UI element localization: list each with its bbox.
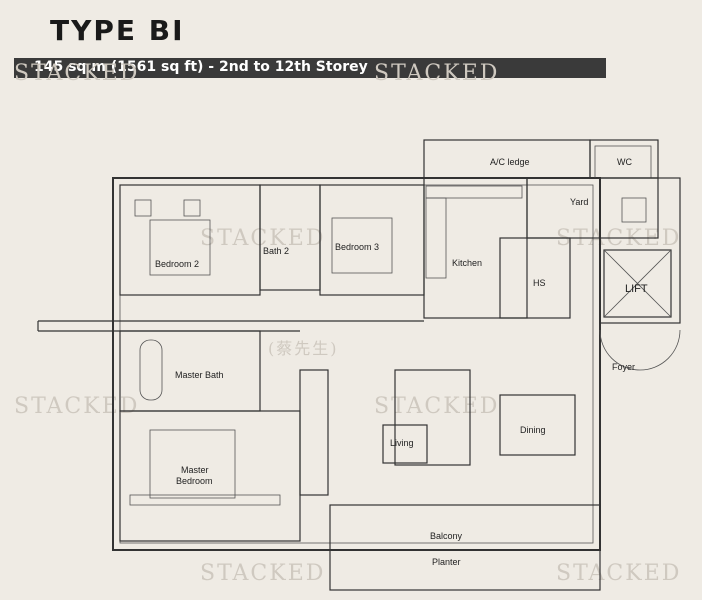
room-label-bedroom-2: Bedroom 2 <box>155 259 199 269</box>
watermark-sub: (蔡先生) <box>268 339 339 358</box>
plan-title: TYPE BI <box>50 14 185 47</box>
room-label-wc: WC <box>617 157 632 167</box>
watermark: STACKED <box>374 394 499 419</box>
watermark: STACKED <box>200 226 325 251</box>
room-label-planter: Planter <box>432 557 461 567</box>
watermark: STACKED <box>556 561 681 586</box>
watermark: STACKED <box>14 61 139 86</box>
room-label-bath-2: Bath 2 <box>263 246 289 256</box>
watermark: STACKED <box>14 394 139 419</box>
room-label-yard: Yard <box>570 197 588 207</box>
room-label-bedroom-3: Bedroom 3 <box>335 242 379 252</box>
plan-subtitle: 145 sq m (1561 sq ft) - 2nd to 12th Stor… <box>34 59 368 75</box>
room-label-lift: LIFT <box>625 283 648 295</box>
room-label-balcony: Balcony <box>430 531 463 541</box>
watermark: STACKED <box>200 561 325 586</box>
room-label-master-bath: Master Bath <box>175 370 224 380</box>
subtitle-bar: 145 sq m (1561 sq ft) - 2nd to 12th Stor… <box>14 58 606 78</box>
room-label-kitchen: Kitchen <box>452 258 482 268</box>
room-label-living: Living <box>390 438 414 448</box>
watermark: STACKED <box>374 61 499 86</box>
room-label-hs: HS <box>533 278 546 288</box>
room-label-master-bedroom: Bedroom <box>176 476 213 486</box>
room-label-foyer: Foyer <box>612 362 635 372</box>
room-label-ac-ledge: A/C ledge <box>490 157 530 167</box>
room-label-master-bedroom: Master <box>181 465 209 475</box>
room-label-dining: Dining <box>520 425 546 435</box>
